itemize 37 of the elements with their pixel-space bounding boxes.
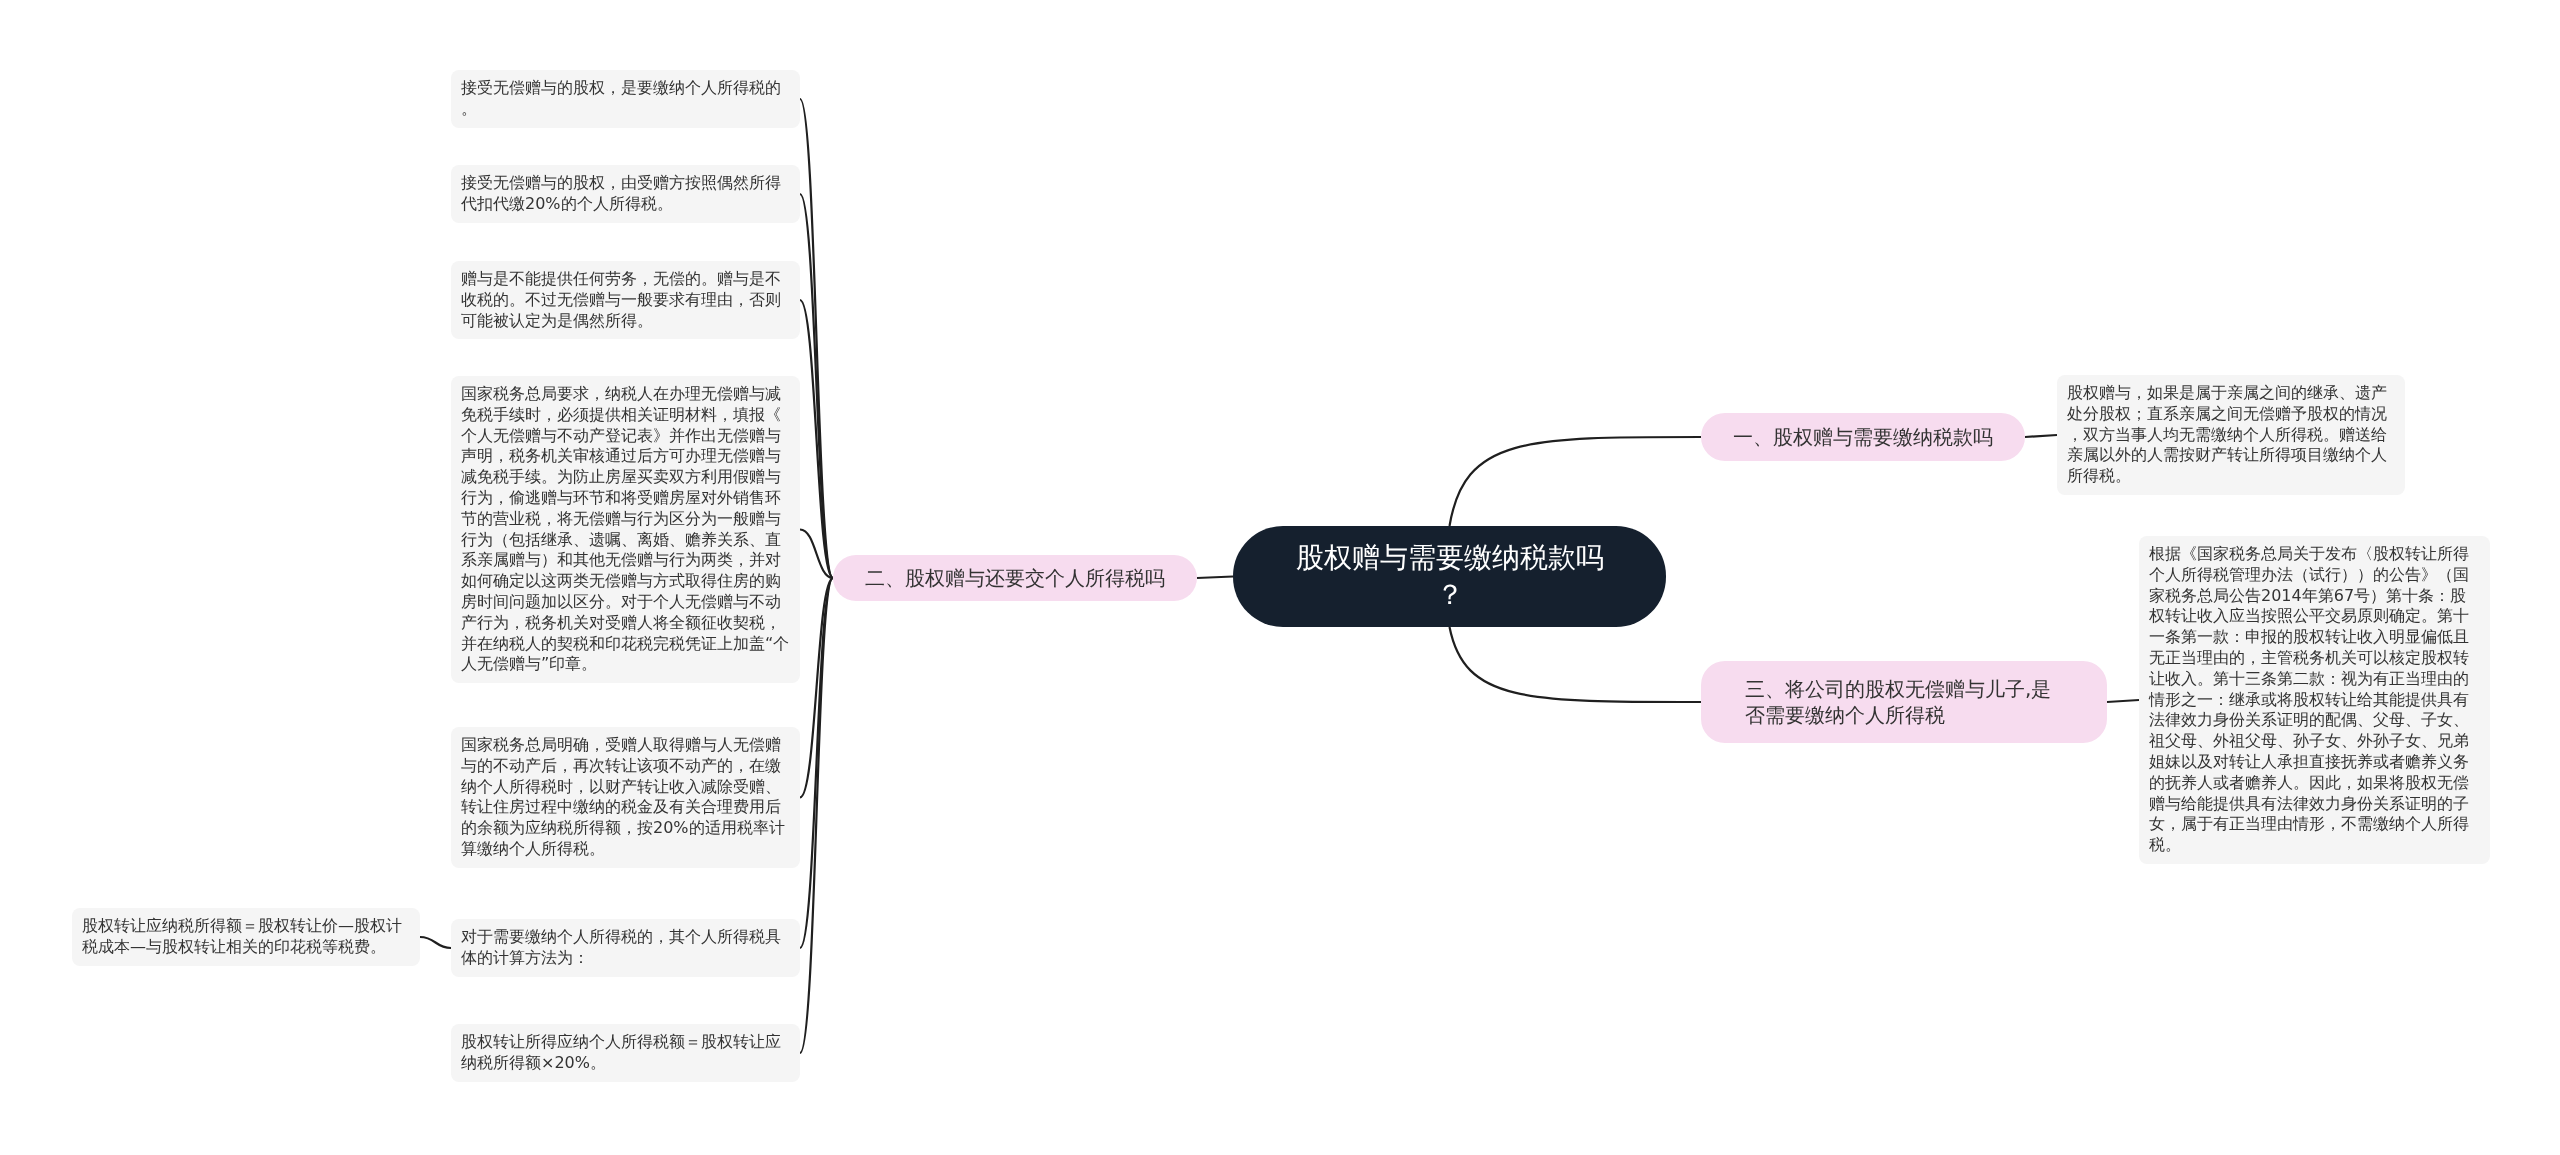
connector-line	[799, 577, 834, 799]
connector-line	[2106, 698, 2140, 704]
connector-line	[419, 935, 452, 950]
node-text: 国家税务总局要求，纳税人在办理无偿赠与减免税手续时，必须提供相关证明材料，填报《个人无偿赠与不动产登记表》并作出无偿赠与声明，税务机关审核通过后方可办理无偿赠与减免税手续。为防止房屋买卖双方利用假赠与行为，偷逃赠与环节和将受赠房屋对外销售环节的营业税，将无偿赠与行为区分为一般赠与行为（包括继承、遗嘱、离婚、赡养关系、直系亲属赠与）和其他无偿赠与行为两类，并对如何确定以这两类无偿赠与方式取得住房的购房时间问题加以区分。对于个人无偿赠与不动产行为，税务机关对受赠人将全额征收契税，并在纳税人的契税和印花税完税凭证上加盖“个人无偿赠与”印章。	[461, 384, 790, 676]
connector-line	[799, 577, 834, 1054]
node-text: 股权赠与需要缴纳税款吗？	[1294, 540, 1605, 613]
connector-line	[1448, 435, 1701, 527]
connector-line	[799, 299, 834, 579]
node-text: 股权转让应纳税所得额＝股权转让价—股权计税成本—与股权转让相关的印花税等税费。	[82, 916, 403, 958]
node-text: 接受无偿赠与的股权，是要缴纳个人所得税的。	[461, 78, 782, 120]
note-card	[451, 261, 800, 340]
note-card	[2057, 375, 2405, 495]
connector-line	[1196, 575, 1234, 580]
note-card	[451, 70, 800, 128]
node-text: 国家税务总局明确，受赠人取得赠与人无偿赠与的不动产后，再次转让该项不动产的，在缴纳个人所得税时，以财产转让收入减除受赠、转让住房过程中缴纳的税金及有关合理费用后的余额为应纳税所得额，按20%的适用税率计算缴纳个人所得税。	[461, 735, 786, 860]
note-card	[451, 165, 800, 223]
note-card	[451, 727, 800, 868]
node-text: 一、股权赠与需要缴纳税款吗	[1733, 424, 1993, 450]
node-text: 赠与是不能提供任何劳务，无偿的。赠与是不收税的。不过无偿赠与一般要求有理由，否则可能被认定为是偶然所得。	[461, 269, 782, 332]
note-card	[72, 908, 420, 966]
node-text: 股权赠与，如果是属于亲属之间的继承、遗产处分股权；直系亲属之间无偿赠予股权的情况，双方当事人均无需缴纳个人所得税。赠送给亲属以外的人需按财产转让所得项目缴纳个人所得税。	[2067, 383, 2388, 487]
topic-bubble	[833, 555, 1197, 601]
connector-line	[1448, 626, 1701, 704]
node-text: 股权转让所得应纳个人所得税额＝股权转让应纳税所得额×20%。	[461, 1032, 782, 1074]
connector-line	[799, 577, 834, 949]
note-card	[451, 1024, 800, 1082]
connector-line	[799, 193, 834, 579]
node-text: 根据《国家税务总局关于发布〈股权转让所得个人所得税管理办法（试行））的公告》（国家税务总局公告2014年第67号）第十条：股权转让收入应当按照公平交易原则确定。第十一条第一款：申报的股权转让收入明显偏低且无正当理由的，主管税务机关可以核定股权转让收入。第十三条第二款：视为有正当理由的情形之一：继承或将股权转让给其能提供具有法律效力身份关系证明的配偶、父母、子女、祖父母、外祖父母、孙子女、外孙子女、兄弟姐妹以及对转让人承担直接抚养或者赡养义务的抚养人或者赡养人。因此，如果将股权无偿赠与给能提供具有法律效力身份关系证明的子女，属于有正当理由情形，不需缴纳个人所得税。	[2149, 544, 2470, 856]
note-card	[451, 919, 800, 977]
node-text: 对于需要缴纳个人所得税的，其个人所得税具体的计算方法为：	[461, 927, 782, 969]
node-text: 三、将公司的股权无偿赠与儿子,是否需要缴纳个人所得税	[1745, 676, 2053, 728]
connector-line	[799, 528, 834, 580]
node-text: 二、股权赠与还要交个人所得税吗	[865, 565, 1165, 591]
connector-line	[2024, 433, 2058, 439]
node-text: 接受无偿赠与的股权，由受赠方按照偶然所得代扣代缴20%的个人所得税。	[461, 173, 782, 215]
topic-bubble	[1701, 661, 2107, 743]
topic-bubble	[1701, 413, 2025, 461]
